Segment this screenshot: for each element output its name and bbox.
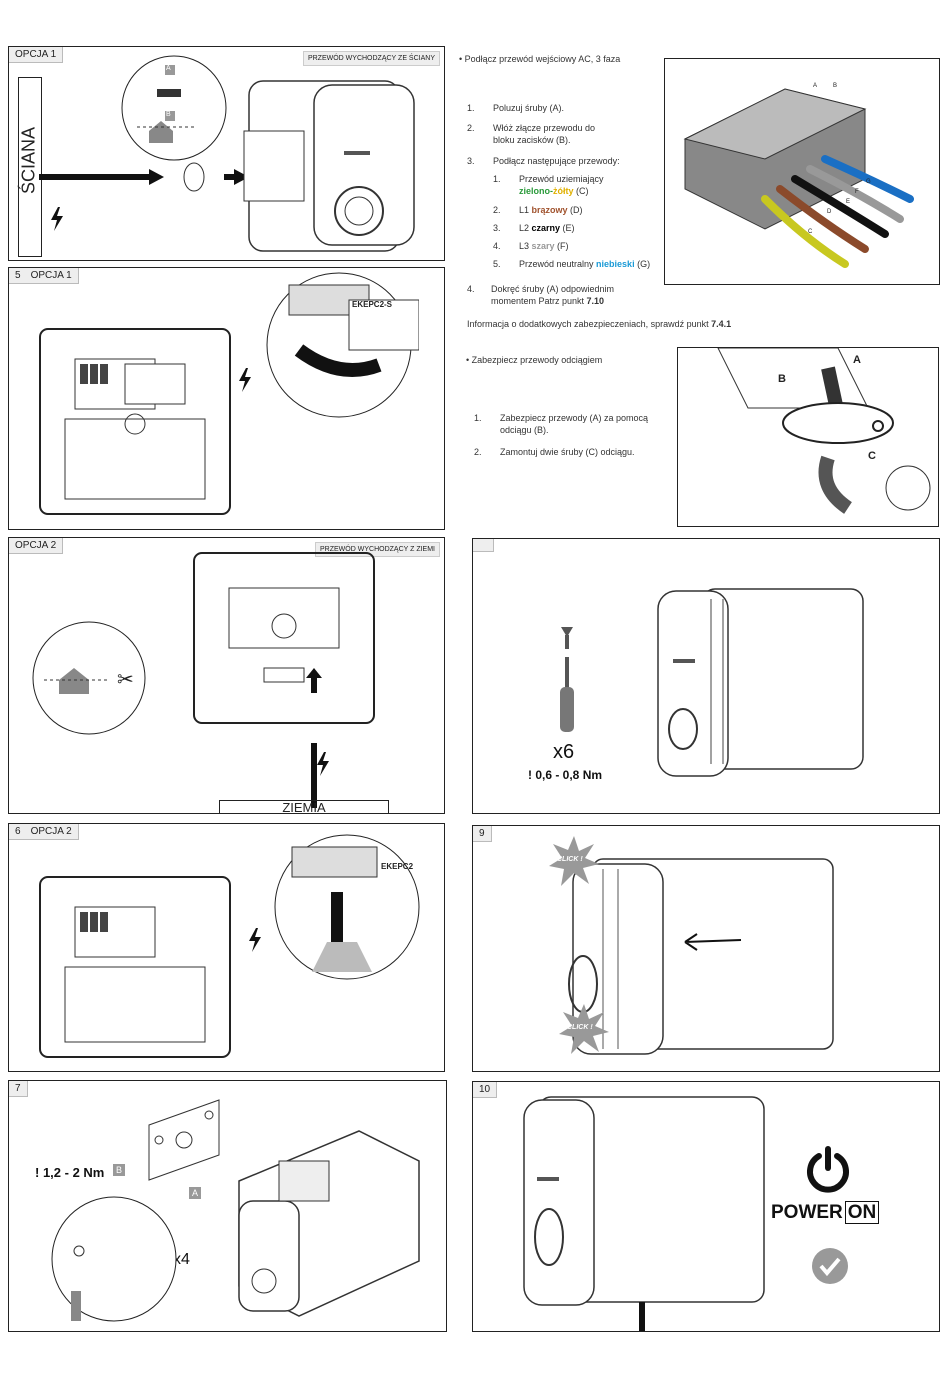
strain-label-c: C <box>868 450 876 462</box>
letter-a: A <box>189 1187 201 1199</box>
option-tag: OPCJA 2 <box>9 538 64 554</box>
step-tag: 9 <box>473 826 492 842</box>
zoom-circle <box>121 55 227 161</box>
terminal-label-e: E <box>846 199 851 205</box>
wire-l1: 2.L1 brązowy (D) <box>493 205 583 215</box>
charger-slide-illustration <box>568 858 834 1055</box>
svg-text:✂: ✂ <box>117 669 134 691</box>
strain-relief-illustration <box>717 348 931 514</box>
terminal-label-c: C <box>808 229 813 235</box>
wall-label-box: ŚCIANA <box>18 77 42 257</box>
lightning-icon <box>317 752 329 776</box>
note-wall-cable: PRZEWÓD WYCHODZĄCY ZE ŚCIANY <box>302 51 440 66</box>
cable-illustration <box>39 162 249 192</box>
terminal-label-a: A <box>813 83 818 89</box>
instruction-bullet-strain: • Zabezpiecz przewody odciągiem <box>466 355 603 365</box>
terminal-block-figure: A B C D E F G <box>664 58 940 285</box>
step-tag: 7 <box>9 1081 28 1097</box>
charger-front-illustration <box>523 1096 765 1331</box>
instruction-step-1: 1.Poluzuj śruby (A). <box>467 103 565 113</box>
panel-step7: 7 ! 1,2 - 2 Nm B A C x4 <box>8 1080 447 1332</box>
cable-arrow <box>306 668 322 808</box>
strain-relief-figure: A B C <box>677 347 939 527</box>
zoom-circle <box>266 272 419 418</box>
wire-neutral: 5.Przewód neutralny niebieski (G) <box>493 259 651 269</box>
lightning-icon <box>51 207 63 231</box>
charger-open-illustration <box>39 876 231 1058</box>
terminal-label-b: B <box>833 83 838 89</box>
charger-illustration <box>243 80 415 252</box>
panel-option1-wall: OPCJA 1 PRZEWÓD WYCHODZĄCY ZE ŚCIANY ŚCI… <box>8 46 445 261</box>
terminal-label-f: F <box>855 189 859 195</box>
terminal-label-d: D <box>827 209 832 215</box>
instruction-step-3: 3.Podłącz następujące przewody: <box>467 156 620 166</box>
step-tag <box>473 539 494 552</box>
power-icon <box>807 1146 849 1193</box>
panel-step9: 9 CLICK ! CLICK ! <box>472 825 940 1072</box>
charger-open-illustration <box>193 552 375 724</box>
click-label-bottom: CLICK ! <box>567 1024 593 1031</box>
torque-value: ! 1,2 - 2 Nm <box>35 1165 105 1180</box>
arrow-left-icon <box>684 933 742 951</box>
ground-label: ZIEMIA <box>219 800 389 813</box>
strain-label-b: B <box>778 373 786 385</box>
screwdriver-icon <box>560 627 574 732</box>
terminal-label: EKEPC2 <box>381 862 414 871</box>
screw-count: x4 <box>173 1251 190 1268</box>
click-label-top: CLICK ! <box>557 856 583 863</box>
lightning-icon <box>239 368 251 392</box>
step-tag: 10 <box>473 1082 498 1098</box>
terminal-label: EKEPC2-S <box>352 300 393 309</box>
click-burst-icon <box>549 836 599 886</box>
charger-open-illustration <box>238 1130 420 1317</box>
terminal-label-g: G <box>866 179 871 185</box>
strain-label-a: A <box>853 354 861 366</box>
info-protection: Informacja o dodatkowych zabezpieczeniac… <box>467 319 732 329</box>
wire-l2: 3.L2 czarny (E) <box>493 223 575 233</box>
zoom-circle: ✂ <box>32 621 146 735</box>
lightning-icon <box>249 928 261 952</box>
torque-value: ! 0,6 - 0,8 Nm <box>528 768 603 782</box>
click-burst-icon <box>559 1004 609 1054</box>
screw-count: x6 <box>553 741 575 763</box>
charger-open-illustration <box>39 328 231 515</box>
checkmark-icon <box>812 1248 848 1284</box>
panel-option2-ground: OPCJA 2 PRZEWÓD WYCHODZĄCY Z ZIEMI ✂ ZIE… <box>8 537 445 814</box>
wire-l3: 4.L3 szary (F) <box>493 241 569 251</box>
mounting-plate-illustration <box>148 1099 220 1181</box>
letter-a: A <box>166 65 171 72</box>
terminal-block-illustration <box>683 88 914 268</box>
zoom-circle <box>51 1196 177 1322</box>
instruction-bullet-ac: • Podłącz przewód wejściowy AC, 3 faza <box>459 54 621 64</box>
wall-label: ŚCIANA <box>18 126 39 195</box>
letter-b: B <box>166 111 171 118</box>
letter-b: B <box>113 1164 125 1176</box>
on-label: ON <box>844 1201 880 1224</box>
panel-step8: x6 ! 0,6 - 0,8 Nm <box>472 538 940 814</box>
option-tag: OPCJA 1 <box>9 47 64 63</box>
charger-side-illustration <box>657 588 864 777</box>
strain-step-2: 2.Zamontuj dwie śruby (C) odciągu. <box>474 447 635 457</box>
zoom-circle <box>274 834 420 980</box>
